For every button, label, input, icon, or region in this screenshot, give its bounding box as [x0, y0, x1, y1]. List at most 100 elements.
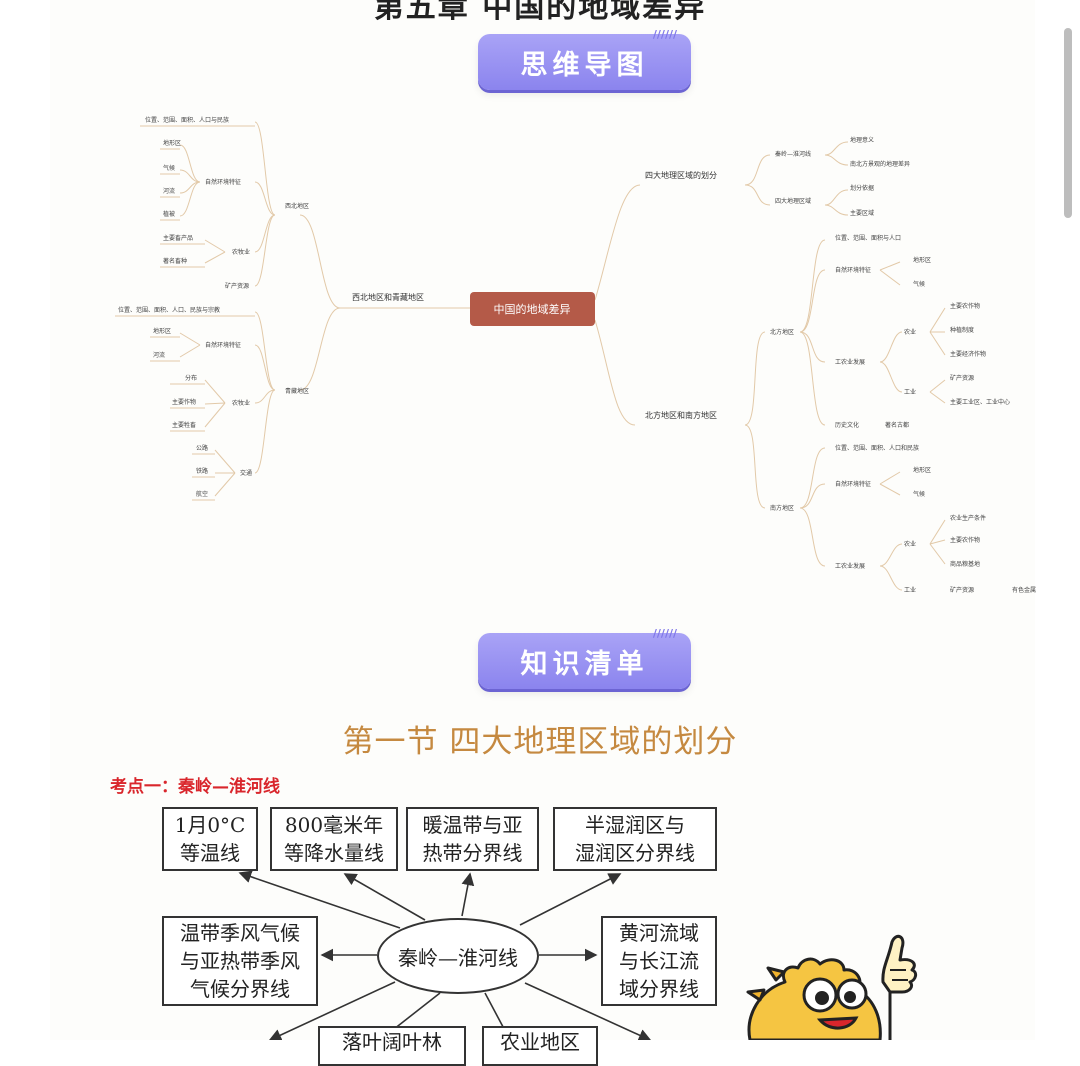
mm-south-dev-4: 商品粮基地 — [950, 560, 980, 568]
mm-tb-env-1: 地形区 — [153, 327, 171, 335]
mm-south-dev-5: 工业 — [904, 586, 916, 594]
mm-tb-env-2: 河流 — [153, 351, 165, 359]
mm-nw-env-3: 河流 — [163, 187, 175, 195]
section-title: 第一节 四大地理区域的划分 — [342, 724, 738, 760]
box-line: 等降水量线 — [284, 841, 384, 865]
box-line: 气候分界线 — [190, 977, 290, 1001]
box-line: 湿润区分界线 — [575, 841, 695, 865]
mm-north-dev-7: 主要工业区、工业中心 — [950, 398, 1010, 406]
mindmap-center-node — [470, 292, 595, 326]
mm-south-dev-2: 农业生产条件 — [950, 514, 986, 522]
box-line: 1月0°C — [174, 813, 246, 837]
qinling-fact-box: 暖温带与亚热带分界线 — [406, 807, 539, 871]
qinling-fact-box: 落叶阔叶林 — [318, 1026, 466, 1066]
box-line: 温带季风气候 — [180, 921, 300, 945]
mm-four-regions: 四大地理区域 — [775, 197, 811, 205]
point-title: 考点一：秦岭—淮河线 — [110, 777, 280, 797]
mindmap-left-branch: 西北地区和青藏地区 — [352, 292, 424, 302]
checklist-badge: 知识清单 ////// — [478, 627, 691, 689]
mm-south-dev-6: 矿产资源 — [950, 586, 974, 594]
mm-north-dev-3: 种植制度 — [950, 326, 974, 334]
box-line: 等温线 — [179, 841, 240, 865]
mm-tb-traffic-2: 铁路 — [196, 467, 208, 475]
mm-north-history-1: 著名古都 — [885, 421, 909, 429]
ellipse-label: 秦岭—淮河线 — [398, 945, 518, 970]
qinling-center-ellipse: 秦岭—淮河线 — [377, 918, 539, 994]
diagram-arrows — [238, 870, 652, 1040]
mm-nw-env: 自然环境特征 — [205, 178, 241, 186]
box-line: 黄河流域 — [619, 921, 699, 945]
mm-right-branch-1: 四大地理区域的划分 — [645, 170, 717, 180]
mm-tb-agri: 农牧业 — [232, 399, 250, 407]
mascot-illustration — [746, 934, 918, 1040]
mm-qinling-1: 地理意义 — [850, 136, 874, 144]
box-line: 农业地区 — [500, 1030, 580, 1054]
mm-south-env: 自然环境特征 — [835, 480, 871, 488]
box-line: 半湿润区与 — [585, 813, 685, 837]
mm-four-regions-2: 主要区域 — [850, 209, 874, 217]
mm-south-top: 位置、范围、面积、人口和民族 — [835, 444, 919, 452]
mm-nw-env-4: 植被 — [163, 210, 175, 218]
chapter-title: 第五章 中国的地域差异 — [373, 0, 707, 25]
box-line: 暖温带与亚 — [422, 813, 523, 837]
qinling-fact-box: 农业地区 — [482, 1026, 598, 1066]
mm-north-dev-2: 主要农作物 — [950, 302, 980, 310]
box-line: 与亚热带季风 — [180, 949, 300, 973]
mm-nw-agri-1: 主要畜产品 — [163, 234, 193, 242]
mm-nw-agri-2: 著名畜种 — [163, 257, 187, 265]
mm-tb-env: 自然环境特征 — [205, 341, 241, 349]
mm-north: 北方地区 — [770, 328, 794, 336]
qinling-fact-box: 温带季风气候与亚热带季风气候分界线 — [162, 916, 318, 1006]
scrollbar[interactable] — [1064, 28, 1072, 218]
qinling-fact-box: 半湿润区与湿润区分界线 — [553, 807, 717, 871]
mm-tb-top: 位置、范围、面积、人口、民族与宗教 — [118, 306, 220, 314]
box-line: 域分界线 — [619, 977, 699, 1001]
mm-northwest: 西北地区 — [285, 202, 309, 210]
mm-nw-mineral: 矿产资源 — [225, 282, 249, 290]
box-line: 热带分界线 — [422, 841, 523, 865]
mm-south-dev-1: 农业 — [904, 540, 916, 548]
mm-north-dev-4: 主要经济作物 — [950, 350, 986, 358]
mm-nw-env-2: 气候 — [163, 164, 175, 172]
mm-north-dev: 工农业发展 — [835, 358, 865, 366]
mm-south-dev: 工农业发展 — [835, 562, 865, 570]
mm-south-dev-7: 有色金属 — [1012, 586, 1036, 594]
badge-label: 知识清单 — [520, 648, 649, 680]
box-line: 800毫米年 — [284, 813, 384, 837]
mm-tibet: 青藏地区 — [285, 387, 309, 395]
mm-north-dev-6: 矿产资源 — [950, 374, 974, 382]
mm-qinling-2: 南北方景观的地理差异 — [850, 160, 910, 168]
qinling-fact-box: 黄河流域与长江流域分界线 — [601, 916, 717, 1006]
mm-north-env: 自然环境特征 — [835, 266, 871, 274]
mm-qinling: 秦岭—淮河线 — [775, 150, 811, 158]
mm-south-env-1: 地形区 — [913, 466, 931, 474]
qinling-fact-box: 1月0°C 等温线 — [162, 807, 258, 871]
mm-south: 南方地区 — [770, 504, 794, 512]
mm-north-history: 历史文化 — [835, 421, 859, 429]
mm-south-dev-3: 主要农作物 — [950, 536, 980, 544]
mm-nw-env-1: 地形区 — [163, 139, 181, 147]
mindmap-center-label: 中国的地域差异 — [494, 302, 571, 316]
mm-tb-agri-2: 主要作物 — [172, 398, 196, 406]
mm-north-env-1: 地形区 — [913, 256, 931, 264]
mm-tb-traffic-1: 公路 — [196, 444, 208, 452]
mm-nw-agri: 农牧业 — [232, 248, 250, 256]
badge-decoration: ////// — [652, 28, 677, 41]
mm-north-dev-1: 农业 — [904, 328, 916, 336]
mm-nw-top: 位置、范围、面积、人口与民族 — [145, 116, 229, 124]
mm-tb-traffic: 交通 — [240, 469, 252, 477]
mm-north-dev-5: 工业 — [904, 388, 916, 396]
mindmap-badge: 思维导图 ////// — [478, 28, 691, 90]
box-line: 与长江流 — [619, 949, 699, 973]
mm-tb-agri-1: 分布 — [185, 374, 197, 382]
badge-label: 思维导图 — [520, 49, 649, 81]
qinling-fact-box: 800毫米年等降水量线 — [270, 807, 398, 871]
box-line: 落叶阔叶林 — [342, 1030, 442, 1054]
badge-decoration: ////// — [652, 627, 677, 640]
mm-right-branch-2: 北方地区和南方地区 — [645, 410, 717, 420]
mm-tb-agri-3: 主要牲畜 — [172, 421, 196, 429]
mm-four-regions-1: 划分依据 — [850, 184, 874, 192]
mm-north-top: 位置、范围、面积与人口 — [835, 234, 901, 242]
mm-north-env-2: 气候 — [913, 280, 925, 288]
mm-tb-traffic-3: 航空 — [196, 490, 208, 498]
